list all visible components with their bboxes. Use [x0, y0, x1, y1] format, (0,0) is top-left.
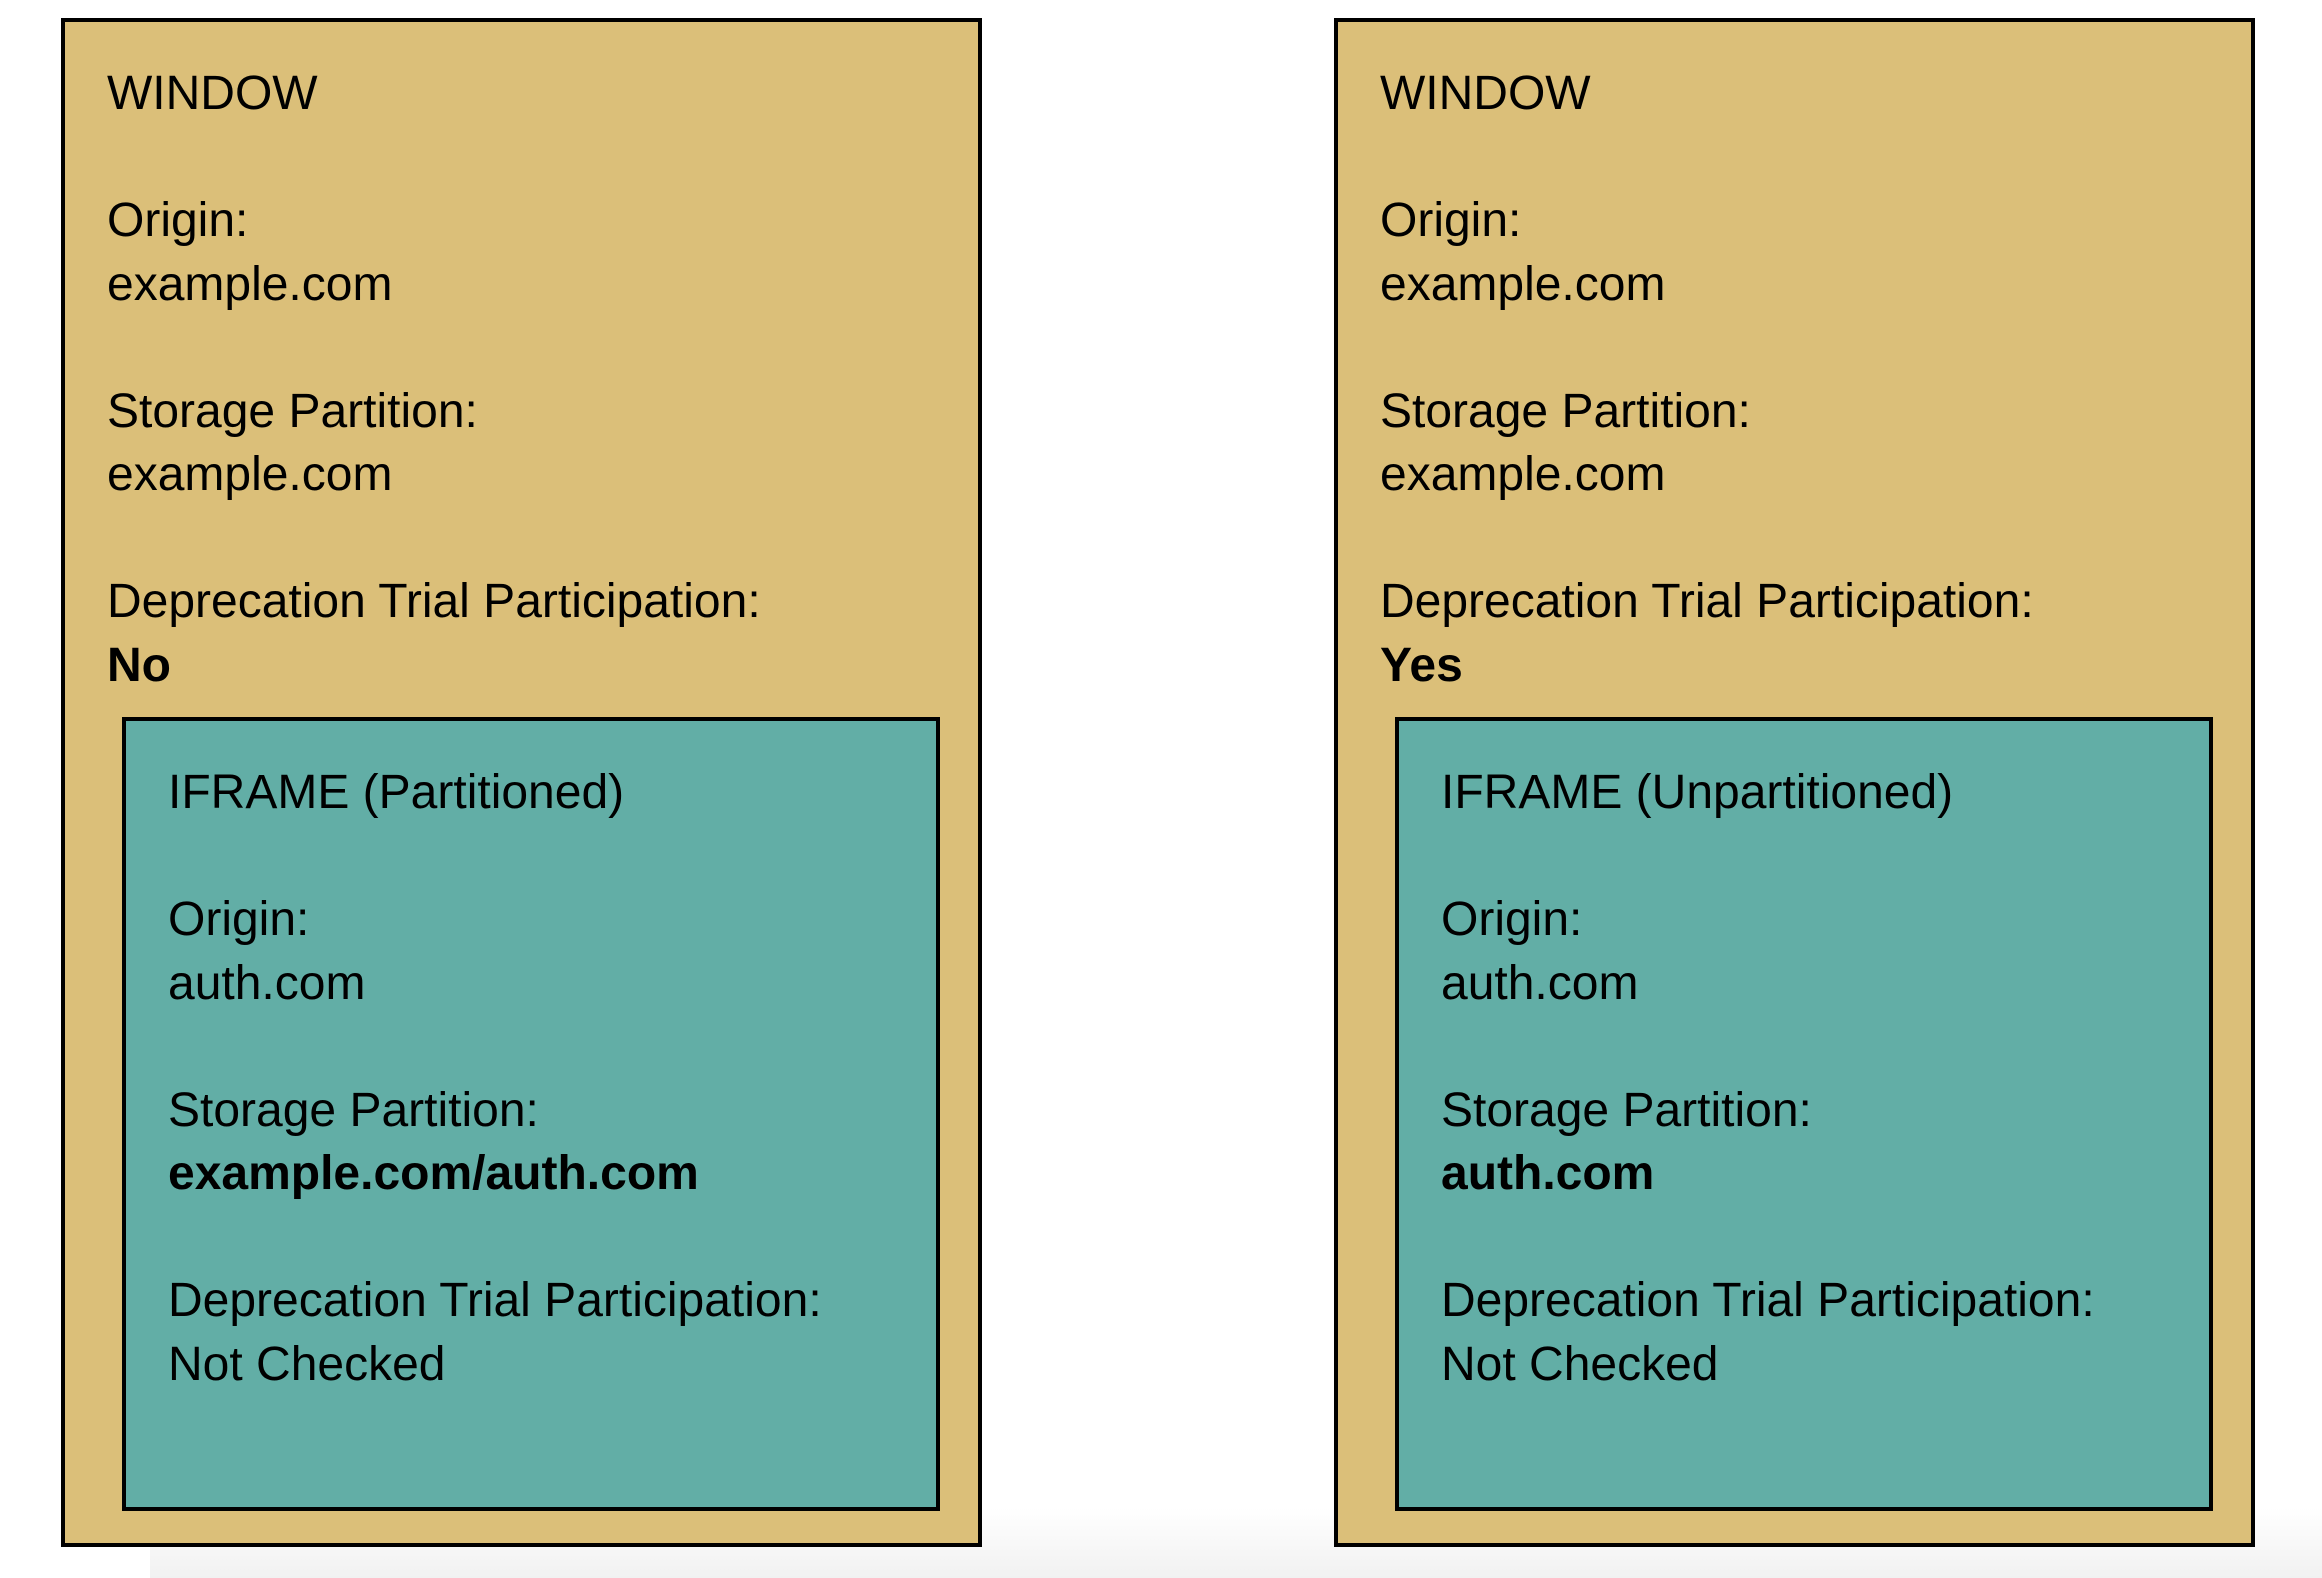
iframe-text: IFRAME (Unpartitioned) Origin: auth.com …	[1441, 761, 2095, 1396]
partition-value: example.com	[1380, 448, 1666, 501]
trial-label: Deprecation Trial Participation:	[107, 575, 761, 628]
window-box-right: WINDOW Origin: example.com Storage Parti…	[1334, 18, 2255, 1547]
partition-label: Storage Partition:	[107, 384, 478, 438]
origin-value: auth.com	[1441, 956, 1639, 1010]
origin-label: Origin:	[1441, 893, 1583, 946]
origin-label: Origin:	[168, 893, 310, 946]
iframe-title: IFRAME (Partitioned)	[168, 766, 625, 819]
iframe-title: IFRAME (Unpartitioned)	[1441, 766, 1954, 819]
trial-value: Yes	[1380, 638, 1463, 692]
partition-label: Storage Partition:	[168, 1083, 539, 1137]
partition-label: Storage Partition:	[1380, 384, 1751, 438]
window-title: WINDOW	[107, 67, 318, 120]
window-box-left: WINDOW Origin: example.com Storage Parti…	[61, 18, 982, 1547]
iframe-text: IFRAME (Partitioned) Origin: auth.com St…	[168, 761, 822, 1396]
partition-value: example.com	[107, 448, 393, 501]
window-text: WINDOW Origin: example.com Storage Parti…	[107, 62, 761, 697]
origin-value: auth.com	[168, 956, 366, 1010]
trial-label: Deprecation Trial Participation:	[168, 1274, 822, 1327]
origin-label: Origin:	[1380, 194, 1522, 247]
partition-label: Storage Partition:	[1441, 1083, 1812, 1137]
trial-value: Not Checked	[1441, 1337, 1719, 1391]
origin-label: Origin:	[107, 194, 249, 247]
iframe-box-right: IFRAME (Unpartitioned) Origin: auth.com …	[1395, 717, 2213, 1511]
window-text: WINDOW Origin: example.com Storage Parti…	[1380, 62, 2034, 697]
iframe-box-left: IFRAME (Partitioned) Origin: auth.com St…	[122, 717, 940, 1511]
trial-value: No	[107, 638, 171, 692]
window-title: WINDOW	[1380, 67, 1591, 120]
partition-value: auth.com	[1441, 1147, 1655, 1200]
trial-label: Deprecation Trial Participation:	[1441, 1274, 2095, 1327]
trial-value: Not Checked	[168, 1337, 446, 1391]
partition-value: example.com/auth.com	[168, 1147, 699, 1200]
trial-label: Deprecation Trial Participation:	[1380, 575, 2034, 628]
origin-value: example.com	[1380, 257, 1666, 311]
origin-value: example.com	[107, 257, 393, 311]
